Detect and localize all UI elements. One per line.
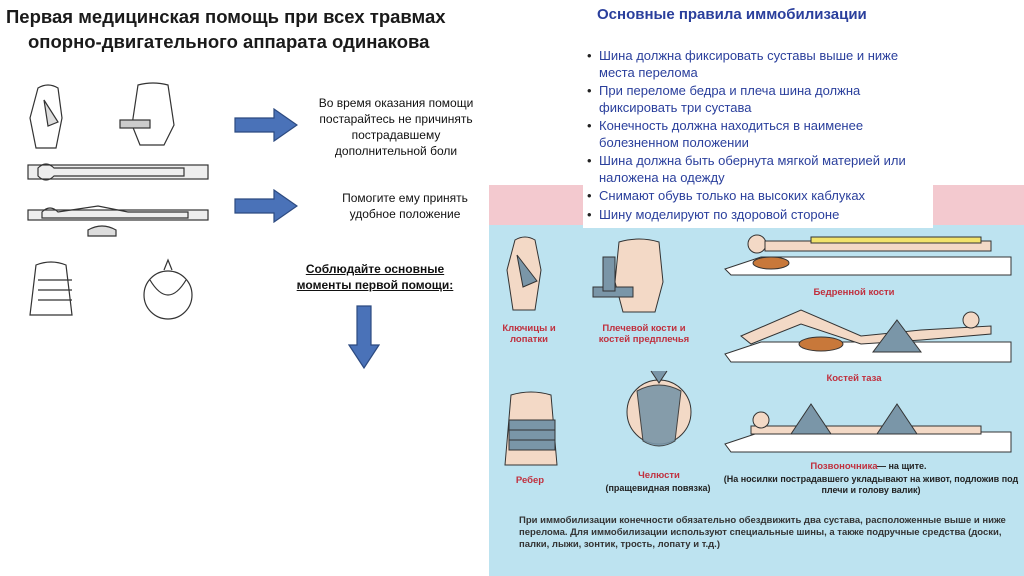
immobilization-rules: Основные правила иммобилизации Шина долж… <box>583 0 933 228</box>
list-item: При переломе бедра и плеча шина должна ф… <box>587 83 927 116</box>
note-follow-basics: Соблюдайте основные моменты первой помощ… <box>296 262 454 292</box>
femur-splint-icon <box>724 234 1012 276</box>
arrow-right-icon <box>234 108 298 142</box>
spine-board-icon <box>724 403 1012 453</box>
rules-title: Основные правила иммобилизации <box>597 6 867 23</box>
note-comfortable-position: Помогите ему принять удобное положение <box>342 191 468 221</box>
list-item: Снимают обувь только на высоких каблуках <box>587 188 927 205</box>
page-title: Первая медицинская помощь при всех травм… <box>6 4 486 54</box>
label-pelvis: Костей таза <box>826 373 882 384</box>
note-avoid-pain: Во время оказания помощи постарайтесь не… <box>318 96 474 158</box>
list-item: Шина должна быть обернута мягкой материе… <box>587 153 927 186</box>
title-line-2: опорно-двигательного аппарата одинакова <box>28 31 430 52</box>
label-spine-sub: (На носилки пострадавшего укладывают на … <box>723 474 1019 495</box>
first-aid-illustrations <box>18 80 218 340</box>
arrow-right-icon <box>234 189 298 223</box>
title-line-1: Первая медицинская помощь при всех травм… <box>6 6 446 27</box>
list-item: Конечность должна находиться в наименее … <box>587 118 927 151</box>
arrow-down-icon <box>348 305 380 369</box>
clavicle-splint-icon <box>506 236 542 311</box>
label-jaw: Челюсти <box>638 470 680 481</box>
list-item: Шина должна фиксировать суставы выше и н… <box>587 48 927 81</box>
label-ribs: Ребер <box>515 475 545 486</box>
label-humerus: Плечевой кости и костей предплечья <box>598 323 690 345</box>
rules-list: Шина должна фиксировать суставы выше и н… <box>587 48 927 225</box>
label-spine-suffix: — на щите. <box>877 461 927 471</box>
label-clavicle: Ключицы и лопатки <box>502 323 556 345</box>
list-item: Шину моделируют по здоровой стороне <box>587 207 927 224</box>
pelvis-splint-icon <box>724 309 1012 363</box>
poster-footer-text: При иммобилизации конечности обязательно… <box>519 515 1006 550</box>
label-femur: Бедренной кости <box>813 287 895 298</box>
label-jaw-sub: (пращевидная повязка) <box>605 483 711 493</box>
humerus-splint-icon <box>592 238 664 313</box>
label-spine: Позвоночника <box>810 461 878 472</box>
ribs-bandage-icon <box>504 391 558 466</box>
immobilization-poster: Ключицы и лопатки Плечевой кости и косте… <box>489 185 1024 576</box>
jaw-bandage-icon <box>626 370 692 447</box>
bandage-sketches-icon <box>27 82 209 320</box>
